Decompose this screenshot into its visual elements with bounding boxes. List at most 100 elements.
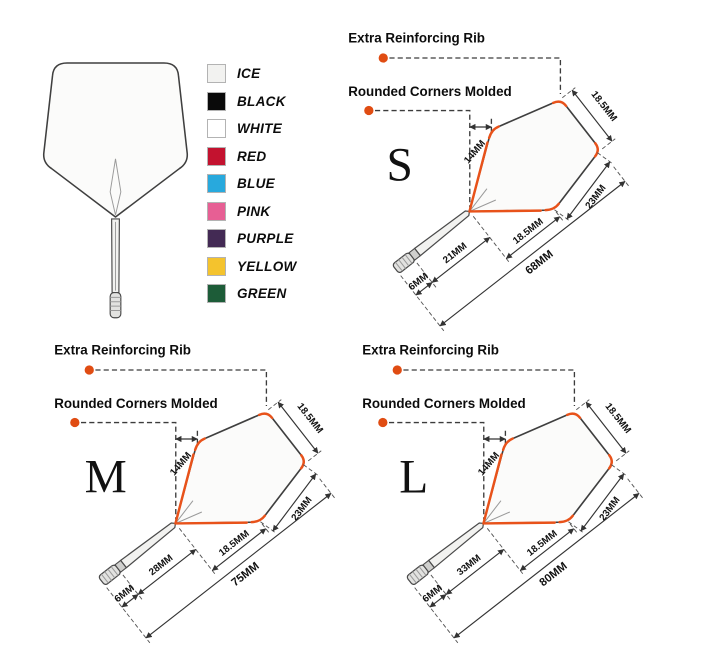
legend-row: PURPLE — [207, 225, 297, 253]
dim-tip-label: 6MM — [113, 583, 137, 605]
corners-leader — [375, 109, 471, 208]
color-name: WHITE — [237, 121, 282, 137]
thread-ridges — [408, 566, 427, 584]
flight-shape — [482, 412, 613, 525]
size-diagram: Extra Reinforcing Rib Rounded Corners Mo… — [362, 343, 644, 644]
size-diagram-s: Extra Reinforcing Rib Rounded Corners Mo… — [342, 24, 682, 338]
rib-label: Extra Reinforcing Rib — [362, 343, 499, 358]
thread-ridges — [394, 254, 413, 272]
corners-label: Rounded Corners Molded — [348, 84, 511, 99]
dart-assembly: 6MM 21MM 18.5MM 23MM 18.5MM 68MM — [392, 87, 630, 332]
rounded-corner-accent — [593, 141, 599, 158]
corners-leader — [81, 421, 177, 520]
color-name: ICE — [237, 66, 261, 82]
legend-row: RED — [207, 143, 297, 171]
flight-silhouette — [42, 62, 189, 218]
color-name: PURPLE — [237, 231, 294, 247]
size-diagram: Extra Reinforcing Rib Rounded Corners Mo… — [54, 343, 336, 644]
dim-width-label: 18.5MM — [589, 89, 619, 124]
rounded-corner-accent — [607, 453, 613, 470]
dimension-line-width — [277, 401, 319, 454]
rounded-corner-accent — [299, 453, 305, 470]
rib-label: Extra Reinforcing Rib — [348, 31, 485, 46]
color-name: GREEN — [237, 286, 287, 302]
dimension-line-width — [571, 89, 613, 142]
flight-center-notch — [109, 158, 122, 216]
extension-lines — [414, 523, 578, 613]
rounded-corner-accent — [552, 100, 568, 108]
extension-lines — [400, 211, 564, 301]
color-name: PINK — [237, 203, 271, 219]
rib-label: Extra Reinforcing Rib — [54, 343, 191, 358]
size-letter: S — [387, 140, 413, 192]
dim-width-label: 18.5MM — [295, 401, 325, 436]
dimension-line-total — [453, 492, 640, 639]
dimension-line-tip — [415, 281, 433, 296]
size-diagram-l: Extra Reinforcing Rib Rounded Corners Mo… — [356, 336, 696, 650]
extension-lines — [576, 399, 630, 462]
stem-threads — [109, 291, 122, 319]
dim-total-label: 80MM — [537, 560, 569, 589]
dart-assembly: 6MM 33MM 18.5MM 23MM 18.5MM 80MM — [406, 399, 644, 644]
legend-row: WHITE — [207, 115, 297, 143]
color-swatch — [207, 174, 226, 194]
thread-ridges — [110, 296, 121, 311]
flight-shape — [174, 412, 305, 525]
rib-dot — [378, 53, 388, 63]
dimension-line-tip — [429, 593, 447, 608]
color-name: RED — [237, 148, 267, 164]
thread-ridges — [100, 566, 119, 584]
rib-dot — [84, 365, 94, 375]
corners-dot — [378, 417, 388, 428]
flight-illustration — [42, 62, 189, 319]
rounded-corner-accent — [487, 125, 500, 140]
rib-dot — [392, 365, 402, 375]
flight-shape — [468, 100, 599, 213]
size-letter: M — [85, 452, 127, 504]
legend-row: BLUE — [207, 170, 297, 198]
dimension-line-width — [585, 401, 627, 454]
extension-lines — [106, 523, 270, 613]
legend-row: GREEN — [207, 280, 297, 308]
dim-tip-label: 6MM — [407, 271, 431, 293]
color-swatch — [207, 91, 226, 111]
dim-shaft-label: 28MM — [147, 553, 175, 578]
color-swatch — [207, 229, 226, 249]
rounded-corner-accent — [501, 437, 514, 452]
size-letter: L — [399, 452, 428, 504]
color-swatch — [207, 146, 226, 166]
size-diagram: Extra Reinforcing Rib Rounded Corners Mo… — [348, 31, 630, 332]
dim-total-label: 75MM — [229, 560, 261, 589]
color-swatch — [207, 256, 226, 276]
rounded-corner-accent — [566, 412, 582, 420]
color-name: YELLOW — [237, 258, 297, 274]
legend-row: BLACK — [207, 88, 297, 116]
dim-width-label: 18.5MM — [603, 401, 633, 436]
corners-label: Rounded Corners Molded — [54, 396, 217, 411]
color-name: BLACK — [237, 93, 286, 109]
legend-row: YELLOW — [207, 253, 297, 281]
size-diagram-m: Extra Reinforcing Rib Rounded Corners Mo… — [48, 336, 388, 650]
extension-lines — [268, 399, 322, 462]
dim-total-label: 68MM — [523, 248, 555, 277]
color-swatch — [207, 119, 226, 139]
color-legend: ICE BLACK WHITE RED BLUE PINK PURPLE YEL… — [207, 60, 297, 308]
dim-shaft-label: 33MM — [455, 553, 483, 578]
color-name: BLUE — [237, 176, 275, 192]
corners-dot — [364, 105, 374, 116]
corners-label: Rounded Corners Molded — [362, 396, 525, 411]
color-swatch — [207, 64, 226, 84]
color-swatch — [207, 284, 226, 304]
dimension-line-total — [439, 180, 626, 327]
corners-leader — [389, 421, 485, 520]
rounded-corner-accent — [258, 412, 274, 420]
dimension-line-tip — [121, 593, 139, 608]
rounded-corner-accent — [193, 437, 206, 452]
dim-shaft-label: 21MM — [441, 241, 469, 266]
legend-row: PINK — [207, 198, 297, 226]
dart-assembly: 6MM 28MM 18.5MM 23MM 18.5MM 75MM — [98, 399, 336, 644]
legend-row: ICE — [207, 60, 297, 88]
extension-lines — [562, 87, 616, 150]
dimension-line-total — [145, 492, 332, 639]
